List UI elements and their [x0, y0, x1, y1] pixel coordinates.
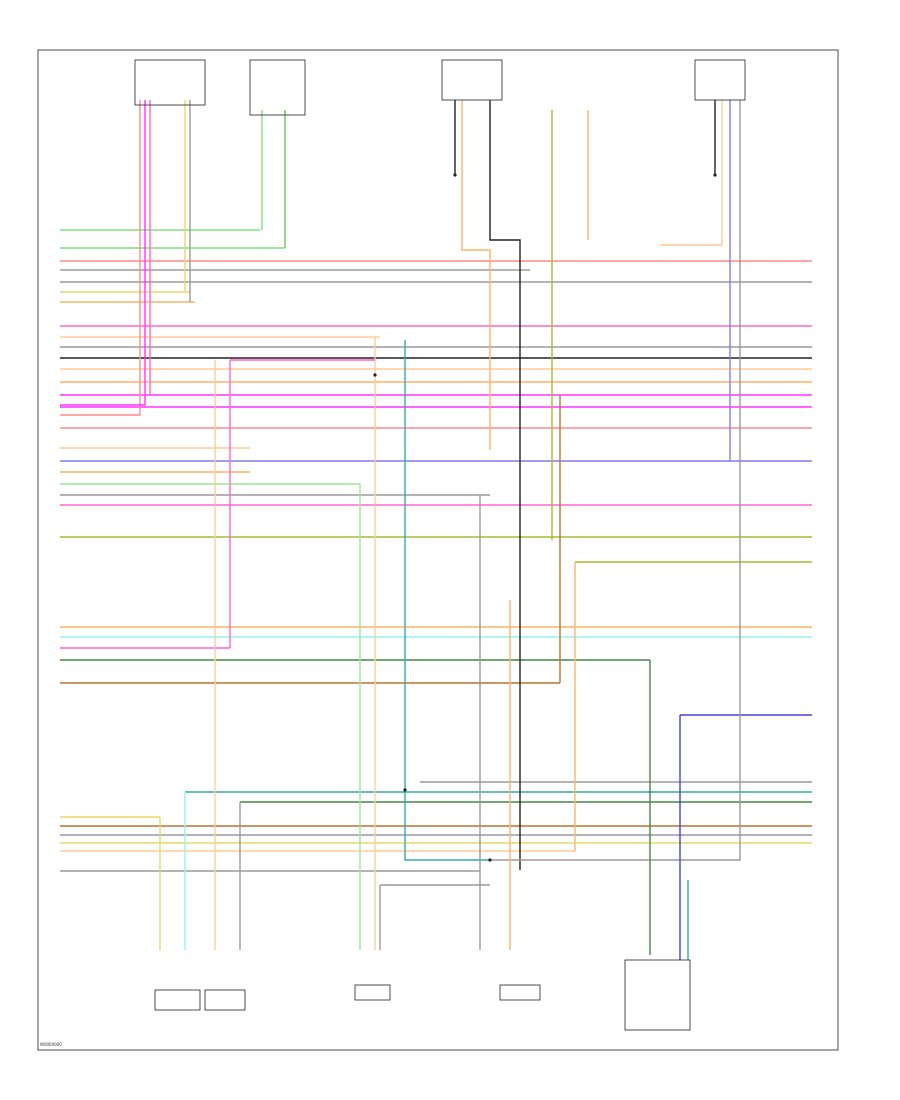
vertical-wire-10 [489, 100, 521, 870]
component-box-top-middle [441, 59, 503, 101]
vertical-wire-9 [461, 100, 491, 450]
component-box-bottom-3 [354, 984, 391, 1001]
splice-dot-4 [453, 173, 457, 177]
vertical-wire-33 [379, 884, 490, 950]
component-box-bottom-1 [154, 989, 201, 1011]
diagram-frame [37, 49, 839, 1051]
splice-dot-3 [373, 373, 377, 377]
splice-dot-5 [713, 173, 717, 177]
component-box-bottom-4 [499, 984, 541, 1001]
wire-group [60, 100, 812, 960]
figure-id: W0000000 [40, 1042, 62, 1047]
component-box-bottom-relay [624, 959, 691, 1031]
vertical-wire-14 [660, 100, 723, 246]
component-box-top-right [694, 59, 746, 101]
vertical-wire-18 [404, 340, 490, 861]
component-group [134, 59, 746, 1031]
splice-dot-1 [403, 788, 407, 792]
splice-dot-2 [488, 858, 492, 862]
vertical-wire-2 [60, 100, 146, 406]
component-box-top-left [134, 59, 206, 106]
component-box-bottom-2 [204, 989, 246, 1011]
component-box-top-relay [249, 59, 306, 116]
vertical-wire-16 [490, 100, 741, 861]
vertical-wire-1 [60, 100, 141, 416]
